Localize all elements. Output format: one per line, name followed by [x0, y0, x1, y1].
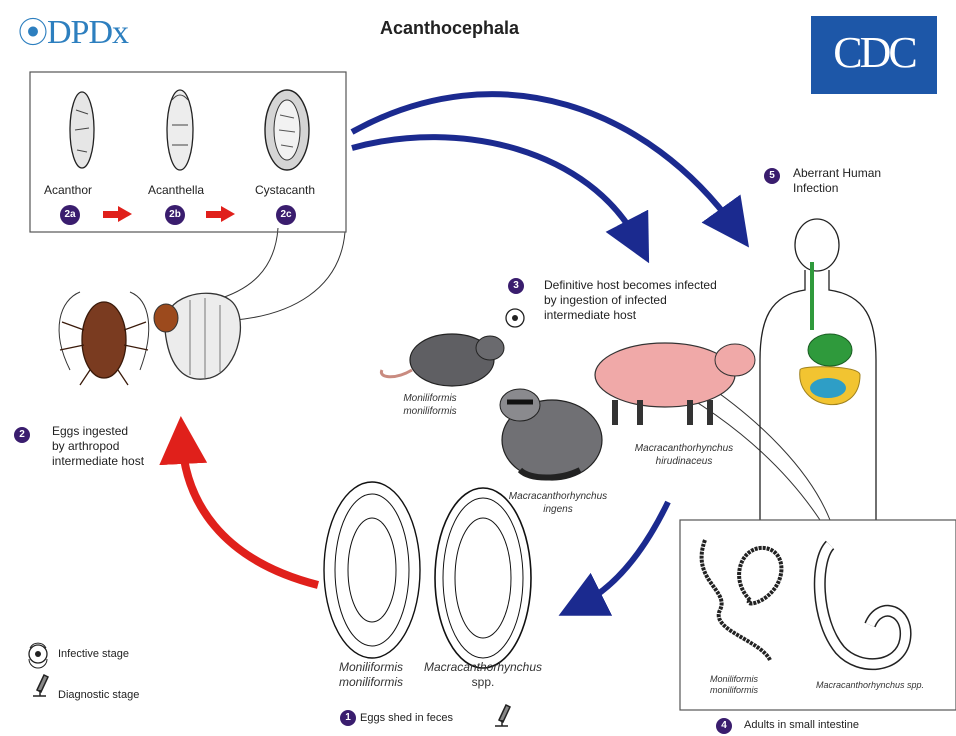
- human-figure: [760, 219, 876, 520]
- badge-2c: 2c: [276, 205, 296, 225]
- biohazard-icon-legend: [29, 643, 47, 668]
- legend-infective-label: Infective stage: [58, 647, 129, 662]
- acanthella-figure: [167, 90, 193, 170]
- badge-2: 2: [14, 427, 30, 443]
- page-title: Acanthocephala: [380, 18, 519, 39]
- worm-2-label: Macracanthorhynchus spp.: [790, 680, 950, 691]
- step-2-text: Eggs ingested by arthropod intermediate …: [52, 424, 144, 469]
- egg-moniliformis-figure: [324, 482, 420, 658]
- step-4-text: Adults in small intestine: [744, 718, 859, 733]
- badge-2a: 2a: [60, 205, 80, 225]
- microscope-icon-legend: [33, 675, 48, 696]
- stage-label-acanthella: Acanthella: [148, 183, 228, 198]
- cockroach-figure: [59, 292, 149, 385]
- cystacanth-figure: [265, 90, 309, 170]
- pig-figure: [595, 343, 755, 425]
- badge-1: 1: [340, 710, 356, 726]
- stage-label-acanthor: Acanthor: [44, 183, 114, 198]
- step-3-text: Definitive host becomes infected by inge…: [544, 278, 717, 323]
- step-5-text: Aberrant Human Infection: [793, 166, 881, 196]
- step-1-text: Eggs shed in feces: [360, 711, 453, 726]
- stage-arrow-2: [206, 206, 235, 222]
- badge-2b: 2b: [165, 205, 185, 225]
- acanthor-figure: [70, 92, 94, 168]
- badge-5: 5: [764, 168, 780, 184]
- dpdx-logo: ⦿DPDx: [18, 8, 128, 52]
- legend-diagnostic-label: Diagnostic stage: [58, 688, 139, 703]
- arrow-to-definitive-host: [352, 137, 638, 242]
- badge-4: 4: [716, 718, 732, 734]
- rat-figure: [381, 334, 504, 386]
- stage-label-cystacanth: Cystacanth: [255, 183, 345, 198]
- biohazard-icon-step3: [506, 309, 524, 327]
- arrow-to-eggs: [580, 502, 668, 605]
- microscope-icon-step1: [495, 705, 510, 726]
- grub-figure: [154, 293, 240, 379]
- badge-3: 3: [508, 278, 524, 294]
- cdc-logo: CDC: [811, 16, 937, 94]
- raccoon-figure: [500, 389, 602, 480]
- stage-arrow-1: [103, 206, 132, 222]
- arrow-eggs-to-arthropod: [182, 440, 318, 585]
